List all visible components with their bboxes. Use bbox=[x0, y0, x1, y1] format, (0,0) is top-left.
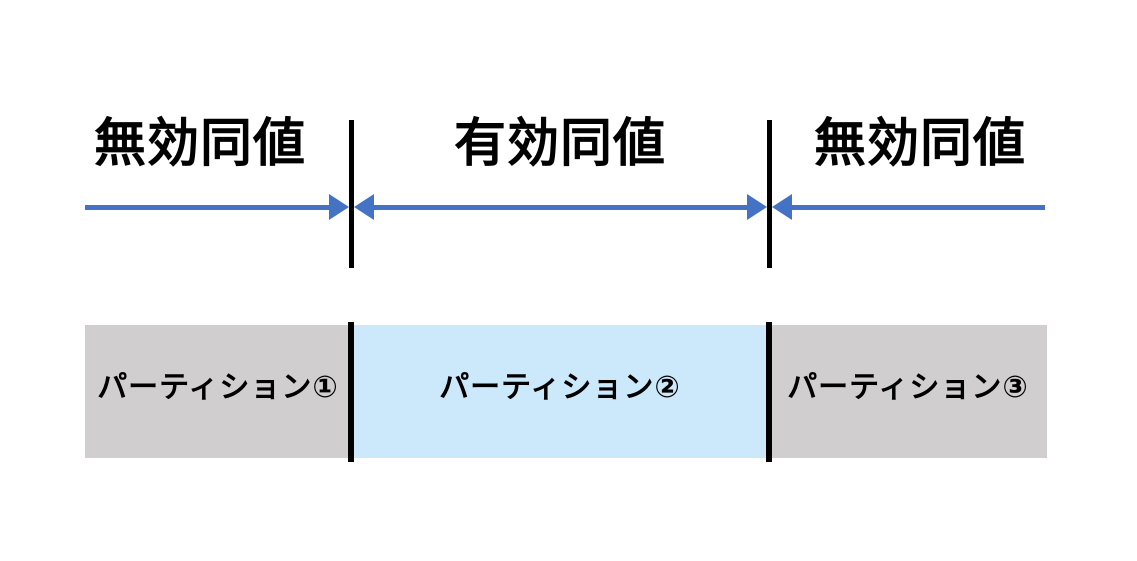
partition-label-2: パーティション② bbox=[439, 370, 681, 404]
range-label-invalid-right: 無効同値 bbox=[813, 115, 1026, 173]
arrowhead-left-icon bbox=[354, 194, 374, 220]
partition-box-2: パーティション② bbox=[351, 325, 769, 458]
boundary-line-left bbox=[349, 120, 354, 268]
partition-label-1: パーティション① bbox=[97, 370, 339, 404]
partition-label-3: パーティション③ bbox=[787, 370, 1029, 404]
arrow-shaft bbox=[85, 205, 331, 210]
range-label-valid: 有効同値 bbox=[453, 115, 666, 173]
partition-box-1: パーティション① bbox=[85, 325, 351, 458]
partition-box-3: パーティション③ bbox=[769, 325, 1047, 458]
partition-divider-right bbox=[766, 322, 772, 462]
arrowhead-right-icon bbox=[329, 194, 349, 220]
arrowhead-left-icon bbox=[772, 194, 792, 220]
arrowhead-right-icon bbox=[747, 194, 767, 220]
boundary-line-right bbox=[767, 120, 772, 268]
arrow-shaft bbox=[790, 205, 1045, 210]
range-label-invalid-left: 無効同値 bbox=[93, 115, 306, 173]
arrow-shaft bbox=[372, 205, 749, 210]
partition-divider-left bbox=[348, 322, 354, 462]
